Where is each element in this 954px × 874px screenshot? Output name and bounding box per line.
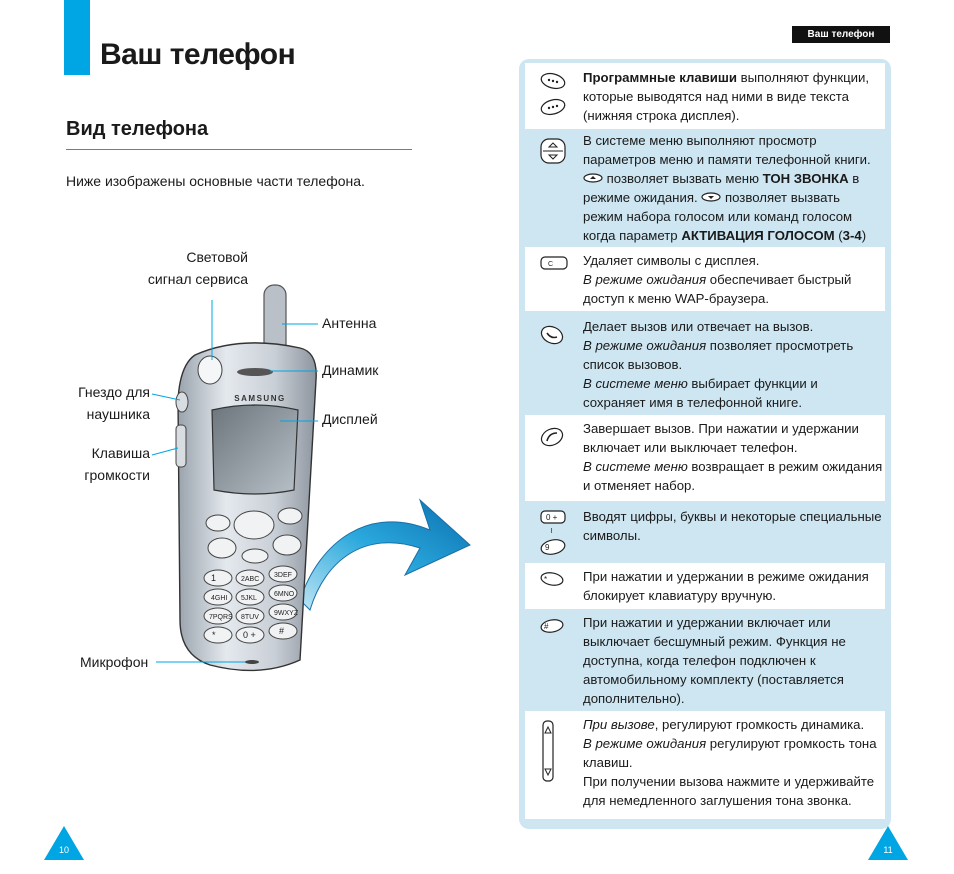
send-key-icon xyxy=(540,325,564,345)
list-item: C Удаляет символы с дисплея.В режиме ожи… xyxy=(525,247,885,311)
list-item: * При нажатии и удержании в режиме ожида… xyxy=(525,563,885,609)
row-text: Завершает вызов. При нажатии и удержании… xyxy=(583,421,883,493)
list-item: Программные клавиши выполняют функции, к… xyxy=(525,63,885,129)
row-text: Удаляет символы с дисплея.В режиме ожида… xyxy=(583,253,852,306)
key-4: 4GHI xyxy=(211,595,227,602)
microphone-hole xyxy=(245,660,259,664)
key-7: 7PQRS xyxy=(209,614,233,621)
row-text: При вызове, регулируют громкость динамик… xyxy=(583,717,877,808)
hash-key-icon: # xyxy=(540,619,564,633)
section-divider xyxy=(66,149,412,150)
page-title: Ваш телефон xyxy=(100,38,296,71)
service-light xyxy=(197,355,223,385)
row-text: При нажатии и удержании включает или вык… xyxy=(583,615,846,706)
label-volume-key: Клавиша громкости xyxy=(50,442,150,486)
soft-keys-icon xyxy=(540,72,566,116)
key-description-table: Программные клавиши выполняют функции, к… xyxy=(519,59,891,829)
page-number-right: 11 xyxy=(883,845,893,855)
display-screen xyxy=(211,404,299,495)
row-text: При нажатии и удержании в режиме ожидани… xyxy=(583,569,869,603)
list-item: При вызове, регулируют громкость динамик… xyxy=(525,711,885,819)
svg-text:#: # xyxy=(544,622,549,631)
row-text: В системе меню выполняют просмотр параме… xyxy=(583,133,871,262)
label-microphone: Микрофон xyxy=(80,654,149,670)
key-hash: # xyxy=(279,626,284,636)
key-star: * xyxy=(212,630,216,640)
page-number-marker-right xyxy=(868,826,908,860)
list-item: В системе меню выполняют просмотр параме… xyxy=(525,129,885,262)
row-text: Вводят цифры, буквы и некоторые специаль… xyxy=(583,509,882,543)
label-service-light: Световой сигнал сервиса xyxy=(130,246,248,290)
label-headset-line1: Гнездо для xyxy=(78,384,150,400)
leader-volume xyxy=(151,447,179,456)
label-volume-line2: громкости xyxy=(84,467,150,483)
key-2: 2ABC xyxy=(241,576,259,583)
key-9: 9WXYZ xyxy=(274,610,299,617)
intro-text: Ниже изображены основные части телефона. xyxy=(66,173,365,189)
list-item: Завершает вызов. При нажатии и удержании… xyxy=(525,415,885,501)
label-service-light-line2: сигнал сервиса xyxy=(147,271,248,287)
label-speaker: Динамик xyxy=(322,362,379,378)
header-tag: Ваш телефон xyxy=(792,26,890,43)
list-item: 0 + ≀ 9 Вводят цифры, буквы и некоторые … xyxy=(525,501,885,563)
navigation-key-icon xyxy=(540,138,566,164)
label-headset-jack: Гнездо для наушника xyxy=(50,381,150,425)
label-headset-line2: наушника xyxy=(86,406,150,422)
number-keys-icon: 0 + ≀ 9 xyxy=(540,510,566,555)
label-display: Дисплей xyxy=(322,411,378,427)
svg-text:0 +: 0 + xyxy=(546,513,558,522)
key-6: 6MNO xyxy=(274,591,295,598)
end-key-icon xyxy=(540,427,564,447)
title-accent-bar xyxy=(64,0,90,75)
brand-logo: SAMSUNG xyxy=(234,394,285,403)
label-volume-line1: Клавиша xyxy=(91,445,150,461)
leader-headset xyxy=(151,393,181,401)
svg-text:≀: ≀ xyxy=(550,526,553,535)
headset-jack xyxy=(175,391,189,413)
svg-text:9: 9 xyxy=(545,543,550,552)
down-key-icon xyxy=(701,192,721,202)
speaker-grille xyxy=(237,368,273,376)
label-service-light-line1: Световой xyxy=(186,249,248,265)
key-8: 8TUV xyxy=(241,614,259,621)
page-number-marker-left xyxy=(44,826,84,860)
list-item: Делает вызов или отвечает на вызов.В реж… xyxy=(525,311,885,415)
side-volume-keys-icon xyxy=(542,720,554,782)
row-text: Делает вызов или отвечает на вызов.В реж… xyxy=(583,319,854,410)
star-key-icon: * xyxy=(540,572,564,586)
key-0: 0 + xyxy=(243,630,256,640)
arrow-graphic xyxy=(299,498,471,611)
clear-key-icon: C xyxy=(540,256,568,270)
phone-illustration: SAMSUNG 1 2ABC 3DEF 4GHI 5JKL 6MNO 7PQRS… xyxy=(151,284,471,672)
svg-text:*: * xyxy=(544,575,547,584)
key-3: 3DEF xyxy=(274,572,292,579)
key-5: 5JKL xyxy=(241,595,257,602)
key-1: 1 xyxy=(211,573,216,583)
volume-key xyxy=(175,424,187,468)
list-item: # При нажатии и удержании включает или в… xyxy=(525,609,885,711)
section-heading: Вид телефона xyxy=(66,118,209,140)
label-antenna: Антенна xyxy=(322,315,377,331)
page-number-left: 10 xyxy=(58,845,69,855)
svg-text:C: C xyxy=(548,261,553,268)
row-text: Программные клавиши выполняют функции, к… xyxy=(583,70,870,123)
up-key-icon xyxy=(583,173,603,183)
